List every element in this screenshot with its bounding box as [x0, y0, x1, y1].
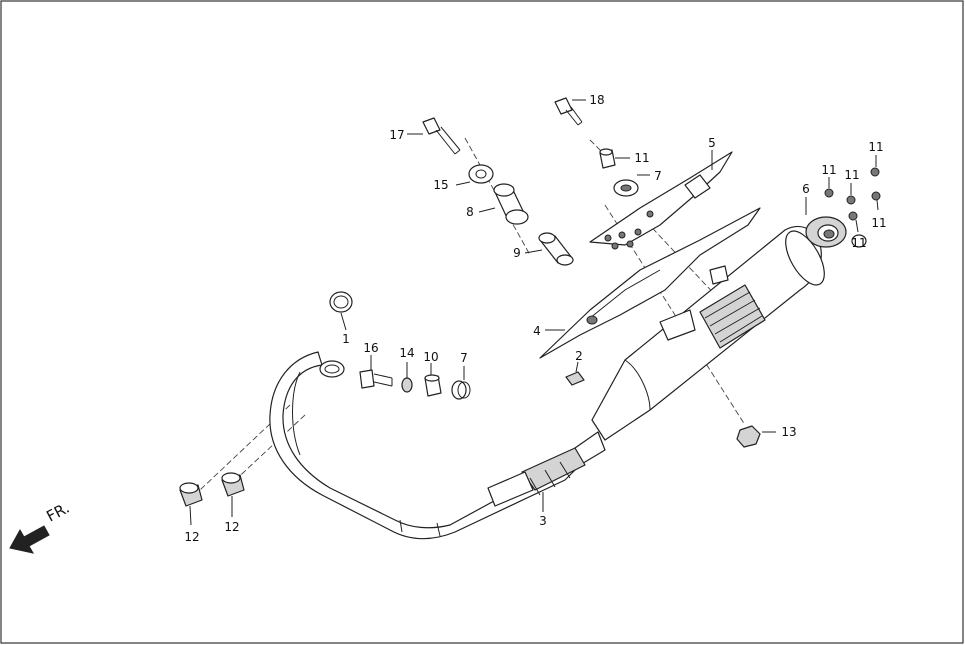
- nut-part-2: [565, 371, 585, 386]
- nut-part-13: [736, 425, 761, 448]
- callout-11-a: 11: [821, 163, 836, 177]
- callout-10: 10: [423, 350, 438, 364]
- end-cap: [805, 216, 847, 248]
- mounting-hardware-upper-right: [554, 97, 639, 197]
- front-arrow-icon: [9, 525, 50, 554]
- callout-12-right: 12: [224, 520, 239, 534]
- callout-labels: 1 2 3 4 5 6 7 7 8 9 10 11 11 11 11 11 11…: [184, 93, 886, 544]
- callout-11-c: 11: [868, 140, 883, 154]
- callout-5: 5: [708, 136, 716, 150]
- callout-3: 3: [539, 514, 547, 528]
- end-cap-screws: [824, 167, 881, 248]
- callout-11-f: 11: [634, 151, 649, 165]
- callout-leaders: [189, 99, 879, 526]
- callout-14: 14: [399, 346, 414, 360]
- callout-9: 9: [513, 246, 521, 260]
- callout-11-e: 11: [851, 236, 866, 250]
- callout-16: 16: [363, 341, 378, 355]
- gasket: [329, 291, 353, 313]
- mounting-hardware-top: [422, 117, 574, 266]
- heat-shield-upper: [589, 151, 733, 250]
- callout-7-lower: 7: [460, 351, 468, 365]
- callout-11-b: 11: [844, 168, 859, 182]
- callout-8: 8: [466, 205, 474, 219]
- flange-nuts: [179, 472, 245, 507]
- callout-13: 13: [781, 425, 796, 439]
- callout-6: 6: [802, 182, 810, 196]
- heat-shield-lower: [539, 207, 761, 359]
- callout-7-upper: 7: [654, 169, 662, 183]
- callout-4: 4: [533, 324, 541, 338]
- muffler: [591, 225, 825, 441]
- callout-18: 18: [589, 93, 604, 107]
- callout-2: 2: [575, 349, 583, 363]
- callout-15: 15: [433, 178, 448, 192]
- callout-11-d: 11: [871, 216, 886, 230]
- callout-17: 17: [389, 128, 404, 142]
- callout-1: 1: [342, 332, 350, 346]
- exhaust-pipe: [269, 351, 606, 540]
- callout-12-left: 12: [184, 530, 199, 544]
- mounting-hardware-left: [359, 369, 471, 400]
